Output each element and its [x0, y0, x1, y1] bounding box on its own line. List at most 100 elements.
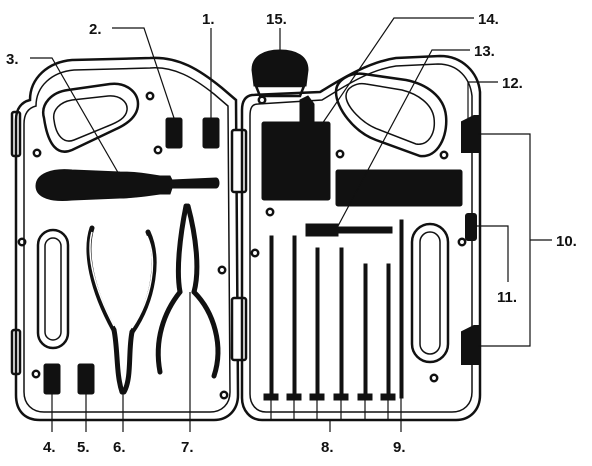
callout-5: 5.	[77, 439, 90, 456]
case-left-half	[10, 56, 240, 422]
callout-9: 9.	[393, 439, 406, 456]
extension-shaft	[335, 226, 393, 234]
case-right-hole	[457, 237, 467, 247]
leader-11	[476, 225, 509, 282]
case-left-hole	[32, 148, 42, 158]
callout-7: 7.	[181, 439, 194, 456]
case-right-outline	[240, 54, 482, 422]
longnose-jaw-right	[185, 203, 200, 295]
awl	[399, 219, 404, 399]
leader-12	[467, 81, 498, 120]
handle-bit	[299, 95, 315, 123]
leader-8-bracket	[270, 400, 389, 432]
case-left-hole	[219, 390, 229, 400]
callout-labels: 1. 2. 3. 4. 5. 6. 7. 8. 9. 10. 11. 12. 1…	[6, 11, 577, 456]
precision-screwdriver-tip	[357, 393, 373, 401]
cutter-handle-left-highlight	[89, 231, 115, 327]
callout-2: 2.	[89, 21, 102, 38]
precision-screwdriver-4	[333, 247, 349, 401]
leader-14	[321, 17, 474, 125]
tools-right	[251, 49, 463, 399]
case-right-slot	[410, 222, 450, 364]
leader-2	[112, 27, 175, 119]
precision-screwdriver-5	[357, 263, 373, 401]
bit-2	[165, 117, 183, 149]
precision-screwdriver-tip	[380, 393, 396, 401]
leader-lines	[30, 17, 552, 432]
clasp-bottom	[461, 325, 479, 365]
precision-screwdriver-shaft	[363, 263, 368, 397]
callout-4: 4.	[43, 439, 56, 456]
case-left-latch-bottom	[10, 328, 22, 376]
hinge-top	[230, 128, 248, 194]
bit-1	[202, 117, 220, 149]
longnose-jaw-left	[175, 203, 189, 295]
case-left-hole	[145, 91, 155, 101]
case-right-handle-inner	[345, 82, 436, 145]
pliers-cutters-inner	[89, 231, 154, 329]
precision-screwdriver-tip	[286, 393, 302, 401]
precision-screwdriver-1	[263, 235, 279, 401]
case-right-hole	[439, 150, 449, 160]
longnose-handle-right	[191, 289, 221, 379]
case-left-hole	[17, 237, 27, 247]
case-left-handle	[41, 82, 140, 153]
precision-screwdriver-shaft	[315, 247, 320, 397]
driver-handle-body	[254, 84, 306, 98]
precision-screwdriver-3	[309, 247, 325, 401]
clasp-top	[461, 115, 479, 153]
precision-screwdriver-shaft	[339, 247, 344, 397]
case-left-latch-top	[10, 110, 22, 158]
bit-case	[335, 169, 463, 207]
callout-14: 14.	[478, 11, 499, 28]
callout-1: 1.	[202, 11, 215, 28]
precision-screwdriver-tip	[333, 393, 349, 401]
precision-screwdriver-6	[380, 263, 396, 401]
callout-6: 6.	[113, 439, 126, 456]
precision-screwdriver-shaft	[269, 235, 274, 397]
case-left-slot-inner	[44, 237, 62, 341]
case-left-hole	[153, 145, 163, 155]
precision-screwdriver-shaft	[386, 263, 391, 397]
callout-13: 13.	[474, 43, 495, 60]
case-left-outline	[14, 56, 240, 422]
bit-4	[43, 363, 61, 395]
case-left-handle-inner	[52, 95, 128, 142]
precision-screwdriver-tip	[263, 393, 279, 401]
callout-10: 10.	[556, 233, 577, 250]
cutter-handle-left	[86, 225, 117, 333]
pliers-cutters	[86, 225, 157, 395]
leader-13	[337, 49, 470, 227]
driver-handle-cap	[251, 49, 309, 87]
precision-screwdriver-shaft	[292, 235, 297, 397]
precision-screwdrivers	[263, 235, 396, 401]
callout-15: 15.	[266, 11, 287, 28]
case-left-hole	[217, 265, 227, 275]
case-right-handle	[334, 72, 448, 158]
precision-screwdriver-tip	[309, 393, 325, 401]
leader-10	[478, 133, 552, 347]
case-right-half	[240, 54, 482, 422]
leader-3	[30, 57, 121, 177]
screwdriver-handle	[35, 169, 220, 201]
case-right-clasps	[461, 115, 479, 365]
case-right-inner	[249, 63, 473, 413]
callout-8: 8.	[321, 439, 334, 456]
pliers-longnose	[155, 203, 221, 379]
clasp-middle	[465, 213, 477, 241]
case-right-hole	[257, 95, 267, 105]
cutter-jaw-right	[121, 329, 135, 395]
callout-11: 11.	[497, 289, 517, 306]
case-hinges	[230, 128, 248, 362]
case-left-hole	[31, 369, 41, 379]
case-right-hole	[429, 373, 439, 383]
callout-3: 3.	[6, 51, 19, 68]
bit-holder-block	[261, 121, 331, 201]
case-right-slot-inner	[419, 231, 441, 355]
case-right-hole	[335, 149, 345, 159]
cutter-jaw-left	[111, 327, 125, 395]
longnose-handle-left	[155, 289, 183, 375]
bit-5	[77, 363, 95, 395]
